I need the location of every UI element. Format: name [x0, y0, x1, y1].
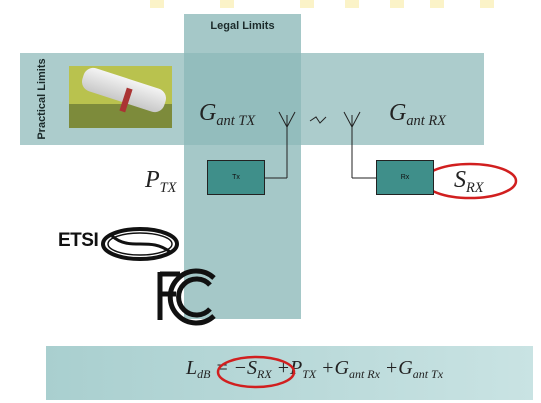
legal-limits-title: Legal Limits — [210, 20, 275, 32]
rx-sensitivity-label: SRX — [454, 167, 484, 197]
tx-power-label: PTX — [145, 167, 177, 197]
rx-antenna-arm-right — [351, 111, 361, 128]
link-budget-equation: LdB = −SRX +PTX +Gant Rx +Gant Tx — [186, 357, 444, 382]
tx-block: Tx — [207, 160, 265, 195]
rx-block-label: Rx — [400, 174, 410, 181]
rx-antenna-gain-label: Gant RX — [389, 100, 446, 130]
radio-wave-icon — [309, 116, 327, 124]
tx-antenna-gain-label: Gant TX — [199, 100, 256, 130]
tx-antenna-arm-right — [286, 111, 296, 128]
srx-equation-highlight-ellipse — [216, 355, 296, 389]
device-photo — [69, 66, 172, 128]
rx-block: Rx — [376, 160, 434, 195]
rx-antenna-arm-left — [343, 111, 353, 128]
tx-antenna-arm-left — [278, 111, 288, 128]
equation-panel — [46, 346, 533, 400]
tx-block-label: Tx — [232, 174, 240, 181]
etsi-logo-text: ETSI — [58, 230, 99, 251]
